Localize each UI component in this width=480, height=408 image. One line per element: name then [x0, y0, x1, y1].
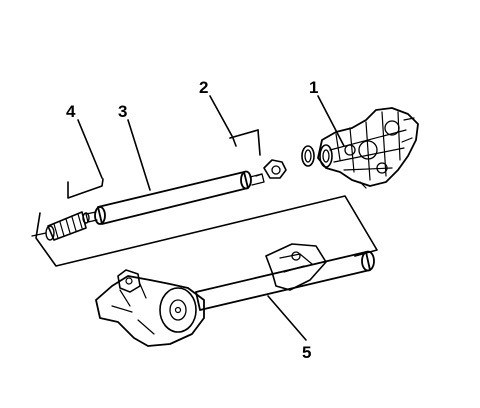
callout-1: 1 — [309, 78, 318, 97]
callout-5: 5 — [302, 343, 311, 362]
transfer-case-icon — [301, 107, 419, 189]
exploded-view-frame — [35, 129, 378, 267]
callout-2: 2 — [199, 78, 208, 97]
callout-labels: 1 2 3 4 5 — [66, 78, 318, 362]
front-propeller-shaft-icon — [82, 170, 265, 225]
companion-flange-icon — [255, 159, 287, 179]
callout-3: 3 — [118, 102, 127, 121]
slip-yoke-boot-icon — [31, 211, 87, 241]
leader-lines — [77, 95, 345, 341]
front-axle-assembly-icon — [95, 243, 375, 347]
callout-4: 4 — [66, 102, 76, 121]
